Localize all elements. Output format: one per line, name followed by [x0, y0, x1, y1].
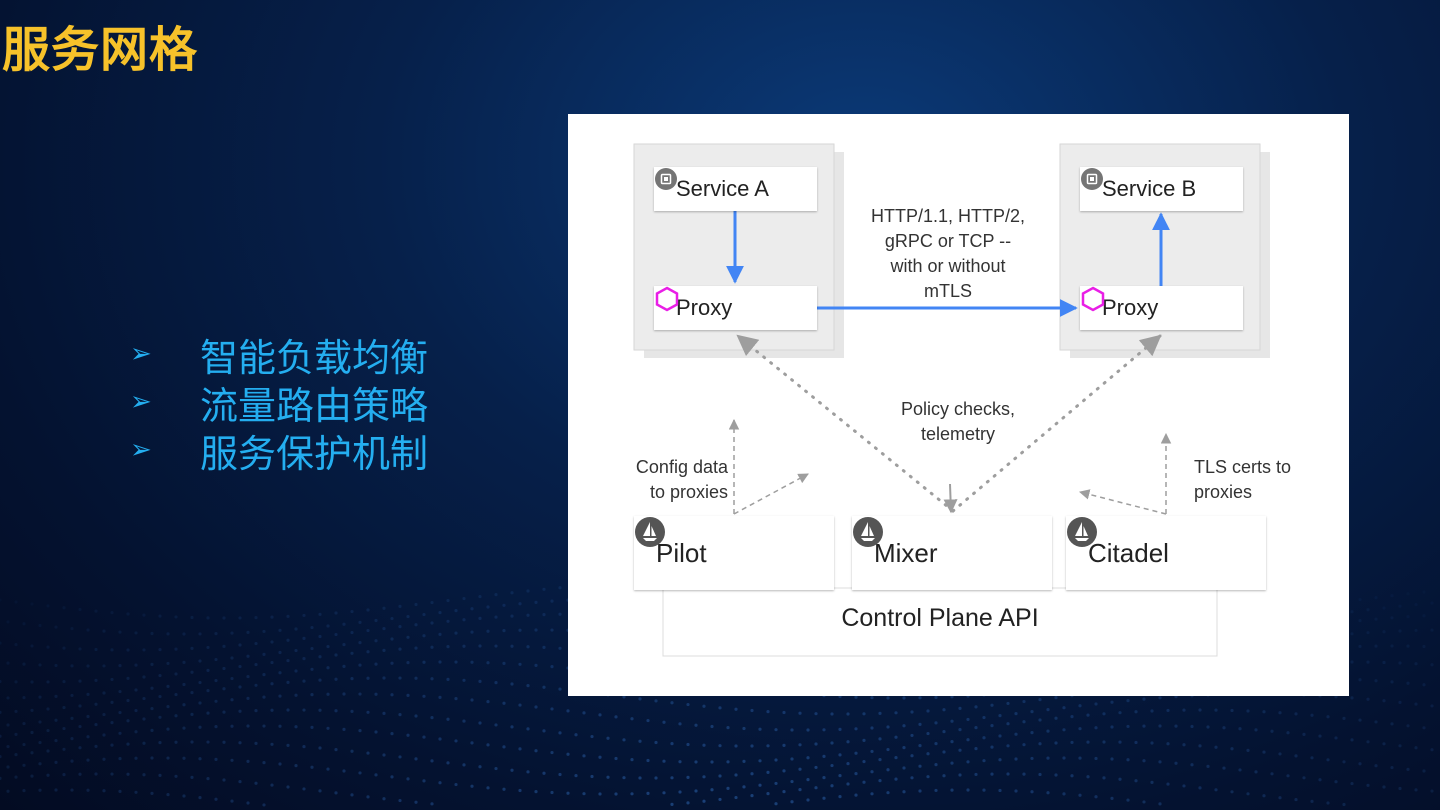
config-note-line: to proxies — [649, 482, 728, 502]
service-a-label: Service A — [676, 176, 769, 201]
config-note-line: Config data — [635, 457, 728, 477]
policy-note-line: telemetry — [920, 424, 996, 444]
arrow-bullet-icon: ➢ — [130, 387, 152, 417]
protocol-note-line: mTLS — [923, 281, 972, 301]
service-a-box: Service A — [654, 167, 817, 211]
policy-note: Policy checks, telemetry — [858, 397, 1058, 447]
arrow-bullet-icon: ➢ — [130, 339, 152, 369]
citadel-label: Citadel — [1088, 537, 1169, 568]
bullet-text: 流量路由策略 — [200, 383, 429, 428]
bullet-list: ➢ 智能负载均衡 ➢ 流量路由策略 ➢ 服务保护机制 — [130, 330, 428, 476]
proxy-a-label: Proxy — [676, 295, 733, 320]
protocol-note-line: HTTP/1.1, HTTP/2, — [870, 206, 1026, 226]
pilot-label: Pilot — [656, 537, 707, 568]
pilot-box: Pilot — [634, 516, 834, 590]
service-b-label: Service B — [1102, 176, 1197, 201]
mixer-label: Mixer — [874, 537, 938, 568]
citadel-cert-diag-arrow — [1078, 489, 1167, 515]
protocol-note: HTTP/1.1, HTTP/2, gRPC or TCP -- with or… — [848, 204, 1048, 304]
tls-note: TLS certs to proxies — [1194, 455, 1324, 505]
protocol-note-line: gRPC or TCP -- — [884, 231, 1012, 251]
proxy-b-label: Proxy — [1102, 295, 1159, 320]
bullet-item: ➢ 流量路由策略 — [130, 378, 428, 428]
proxy-b-box: Proxy — [1080, 286, 1243, 330]
config-note: Config data to proxies — [608, 455, 728, 505]
arrow-bullet-icon: ➢ — [130, 435, 152, 465]
bullet-item: ➢ 智能负载均衡 — [130, 330, 428, 380]
bullet-text: 智能负载均衡 — [200, 335, 429, 380]
service-mesh-diagram: Service A Service B Proxy Proxy HTTP/1.1… — [568, 114, 1349, 696]
service-b-box: Service B — [1080, 167, 1243, 211]
tls-note-line: proxies — [1194, 482, 1253, 502]
control-plane-label: Control Plane API — [841, 604, 1039, 632]
slide-title: 服务网格 — [2, 22, 199, 78]
control-plane-box — [662, 587, 1218, 657]
tls-note-line: TLS certs to — [1194, 457, 1292, 477]
mixer-input-arrow — [943, 483, 958, 514]
policy-note-line: Policy checks, — [900, 399, 1016, 419]
protocol-note-line: with or without — [890, 256, 1006, 276]
citadel-box: Citadel — [1066, 516, 1266, 590]
mixer-box: Mixer — [852, 516, 1052, 590]
bullet-text: 服务保护机制 — [200, 431, 429, 476]
pilot-config-diag-arrow — [733, 473, 809, 515]
bullet-item: ➢ 服务保护机制 — [130, 426, 428, 476]
mixer-to-proxy-a-dotted-arrow — [736, 334, 955, 513]
mixer-to-proxy-b-dotted-arrow — [951, 334, 1162, 513]
proxy-a-box: Proxy — [654, 286, 817, 330]
